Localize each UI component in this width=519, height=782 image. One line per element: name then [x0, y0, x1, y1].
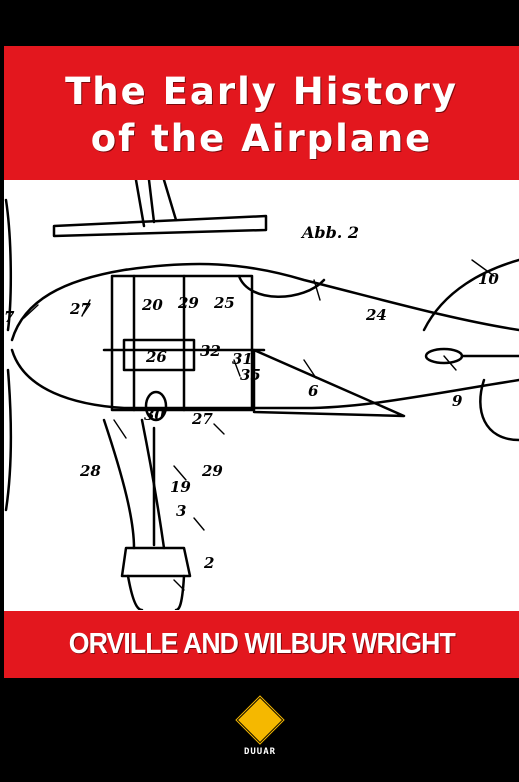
engine-cylinders [132, 274, 186, 412]
callout-6: 6 [308, 382, 319, 400]
tail-fin-top [422, 258, 519, 332]
callout-27b: 27 [191, 410, 213, 428]
callout-3: 3 [176, 502, 186, 520]
callout-2: 2 [203, 554, 214, 572]
callout-7: 7 [4, 308, 15, 326]
callout-35: 35 [240, 366, 261, 384]
mount-pylon [102, 418, 166, 550]
engine-block [110, 274, 254, 412]
callout-19: 19 [170, 478, 191, 496]
callout-30: 30 [144, 406, 165, 424]
patent-drawing: 7 27 20 29 25 24 10 26 32 31 35 6 30 27 … [4, 178, 519, 630]
fuselage-bottom-line [10, 348, 519, 410]
fuselage-top-line [10, 262, 519, 342]
callout-27: 27 [69, 300, 91, 318]
book-title-line-2: of the Airplane [90, 117, 433, 160]
author-band: ORVILLE AND WILBUR WRIGHT [4, 611, 519, 678]
top-strut [134, 178, 178, 228]
propeller-blade [4, 198, 13, 512]
callout-29: 29 [177, 294, 199, 312]
base-clamp [120, 546, 192, 578]
callout-29b: 29 [201, 462, 223, 480]
callout-28: 28 [79, 462, 101, 480]
figure-label: Abb. 2 [300, 223, 359, 242]
publisher-name: DUUAR [243, 747, 277, 757]
mount-joint [144, 390, 168, 422]
callout-24: 24 [365, 306, 387, 324]
callout-26: 26 [145, 348, 167, 366]
callout-32: 32 [200, 342, 221, 360]
engine-crank [122, 338, 196, 372]
callout-25: 25 [213, 294, 235, 312]
callout-10: 10 [478, 270, 499, 288]
tail-fin-bottom [479, 378, 519, 442]
wing-inner [252, 348, 406, 418]
callout-20: 20 [141, 296, 163, 314]
book-cover: The Early History of the Airplane [4, 46, 519, 678]
leader-lines [23, 259, 495, 591]
book-author: ORVILLE AND WILBUR WRIGHT [68, 628, 455, 660]
callout-9: 9 [452, 392, 463, 410]
diamond-icon [233, 693, 287, 747]
publisher-logo: DUUAR [230, 692, 290, 762]
top-plate [52, 214, 268, 238]
patent-drawing-svg: 7 27 20 29 25 24 10 26 32 31 35 6 30 27 … [4, 178, 519, 630]
base-stand [126, 574, 186, 612]
callout-31: 31 [232, 350, 253, 368]
title-band: The Early History of the Airplane [4, 46, 519, 180]
book-title-line-1: The Early History [65, 70, 458, 113]
